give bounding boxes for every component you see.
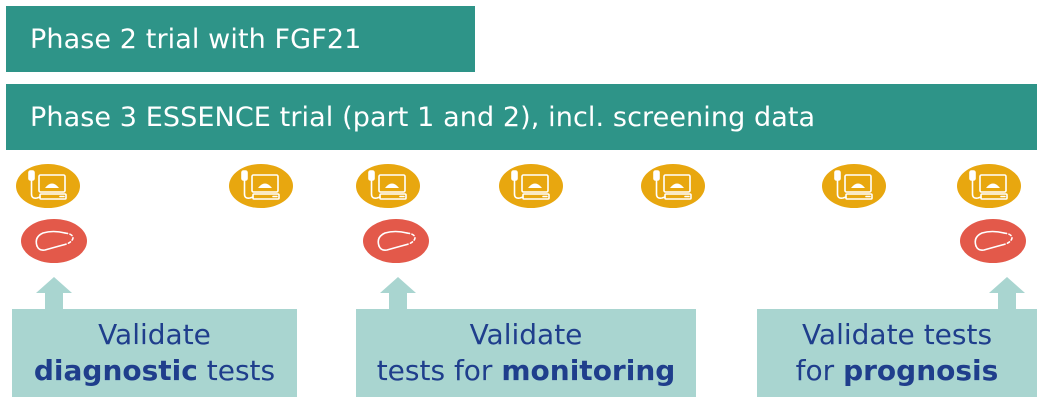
liver-icon [21,219,87,263]
arrow-up-icon [380,277,416,311]
ultrasound-scanner-icon [641,164,705,208]
ultrasound-scanner-icon [957,164,1021,208]
box-bold-term: diagnostic [33,354,198,387]
arrow-up-icon [36,277,72,311]
ultrasound-scanner-icon [229,164,293,208]
ultrasound-scanner-icon [16,164,80,208]
liver-icon [363,219,429,263]
phase3-trial-label: Phase 3 ESSENCE trial (part 1 and 2), in… [30,101,816,133]
box-line2-pre: tests for [376,354,502,387]
box-bold-term: prognosis [843,354,999,387]
phase2-trial-bar: Phase 2 trial with FGF21 [6,6,475,72]
arrow-up-icon [989,277,1025,311]
box-line2-rest: tests [197,354,276,387]
box-line2: tests for monitoring [377,353,676,389]
phase2-trial-label: Phase 2 trial with FGF21 [30,23,362,55]
box-line2: for prognosis [796,353,999,389]
ultrasound-scanner-icon [499,164,563,208]
box-line1: Validate [98,318,211,351]
box-line1: Validate [469,318,583,351]
box-bold-term: monitoring [501,354,676,387]
validate-prognosis-box: Validate tests for prognosis [757,309,1037,397]
box-line1: Validate tests [801,318,993,351]
phase3-trial-bar: Phase 3 ESSENCE trial (part 1 and 2), in… [6,84,1037,150]
validate-diagnostic-box: Validate diagnostic tests [12,309,297,397]
validate-monitoring-box: Validate tests for monitoring [356,309,696,397]
liver-icon [960,219,1026,263]
box-line2: diagnostic tests [34,353,275,389]
ultrasound-scanner-icon [356,164,420,208]
box-line2-pre: for [795,354,844,387]
ultrasound-scanner-icon [822,164,886,208]
